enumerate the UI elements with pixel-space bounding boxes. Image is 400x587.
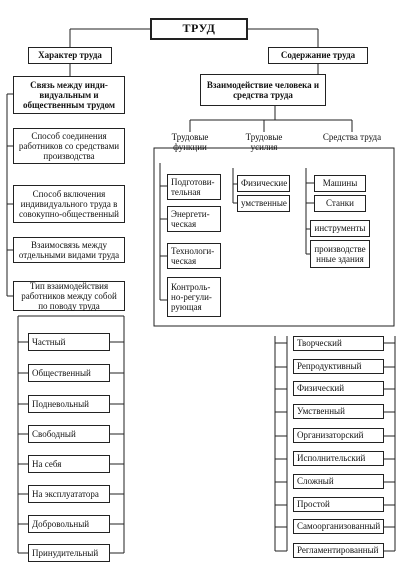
right-type-4: Умственный (293, 404, 384, 419)
function-item-2: Энергети-ческая (167, 206, 221, 232)
left-item-3: Взаимосвязь между отдельными видами труд… (13, 237, 125, 263)
left-type-2: Общественный (28, 364, 110, 382)
means-item-3: инструменты (310, 220, 370, 237)
means-item-1: Машины (314, 175, 366, 192)
right-header: Содержание труда (268, 47, 368, 64)
left-item-4: Тип взаимодействия работников между собо… (13, 281, 125, 311)
right-type-9: Самоорганизованный (293, 519, 384, 534)
right-type-2: Репродуктивный (293, 359, 384, 374)
right-type-3: Физический (293, 381, 384, 396)
left-type-3: Подневольный (28, 395, 110, 413)
left-type-5: На себя (28, 455, 110, 473)
interaction-box: Взаимодействие человека и средства труда (200, 74, 326, 106)
effort-item-1: Физические (237, 175, 290, 192)
left-type-7: Добровольный (28, 515, 110, 533)
left-type-8: Принудительный (28, 544, 110, 562)
group-label-efforts: Трудовые усилия (245, 132, 283, 153)
left-type-4: Свободный (28, 425, 110, 443)
function-item-3: Технологи-ческая (167, 243, 221, 269)
left-header: Характер труда (28, 47, 112, 64)
function-item-4: Контроль-но-регули-рующая (167, 277, 221, 317)
left-item-2: Способ включения индивидуального труда в… (13, 185, 125, 223)
group-label-means: Средства труда (322, 132, 382, 142)
left-type-1: Частный (28, 333, 110, 351)
left-item-1: Способ соединения работников со средства… (13, 128, 125, 164)
right-type-10: Регламентированный (293, 543, 384, 558)
right-type-6: Исполнительский (293, 451, 384, 466)
function-item-1: Подготови-тельная (167, 174, 221, 200)
group-label-functions: Трудовые функции (171, 132, 209, 153)
right-type-7: Сложный (293, 474, 384, 489)
means-item-4: производстве нные здания (310, 240, 370, 268)
right-type-8: Простой (293, 497, 384, 512)
left-link-box: Связь между инди-видуальным и общественн… (13, 76, 125, 114)
effort-item-2: умственные (237, 195, 290, 212)
right-type-1: Творческий (293, 336, 384, 351)
left-type-6: На эксплуататора (28, 485, 110, 503)
right-type-5: Организаторский (293, 428, 384, 443)
means-item-2: Станки (314, 195, 366, 212)
diagram-title: ТРУД (150, 18, 248, 40)
